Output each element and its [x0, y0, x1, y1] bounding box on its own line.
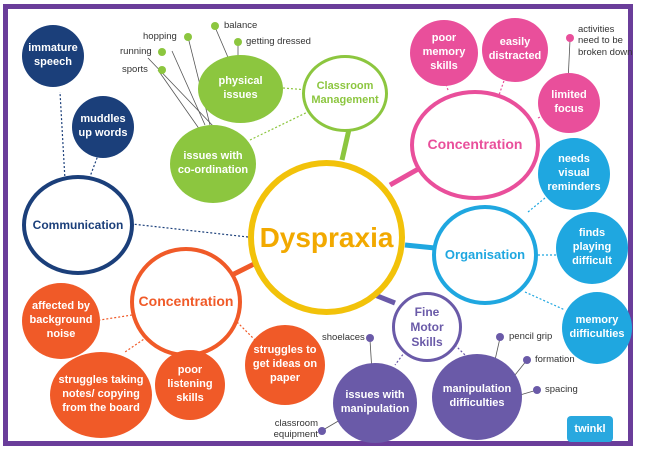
dot-formation	[523, 356, 531, 364]
center-node: Dyspraxia	[248, 160, 405, 315]
dot-balance	[211, 22, 219, 30]
node-easily-distracted: easily distracted	[482, 18, 548, 82]
dot-spacing	[533, 386, 541, 394]
dot-pencil-grip	[496, 333, 504, 341]
branch-organisation: Organisation	[432, 205, 538, 305]
leaf-pencil-grip: pencil grip	[509, 331, 553, 342]
node-poor-memory-skills: poor memory skills	[410, 20, 478, 86]
leaf-balance: balance	[224, 20, 258, 31]
node-finds-playing-difficult: finds playing difficult	[556, 212, 628, 284]
connector-concentration-top	[388, 165, 422, 188]
leaf-spacing: spacing	[545, 384, 578, 395]
node-muddles-up-words: muddles up words	[72, 96, 134, 158]
dot-activities	[566, 34, 574, 42]
node-needs-visual-reminders: needs visual reminders	[538, 138, 610, 210]
dot-running	[158, 48, 166, 56]
leaf-classroom-equipment: classroom equipment	[273, 418, 318, 441]
dot-sports	[158, 66, 166, 74]
node-issues-with-manipulation: issues with manipulation	[333, 363, 417, 443]
node-physical-issues: physical issues	[198, 55, 283, 123]
branch-classroom-management: Classroom Management	[302, 55, 388, 132]
node-issues-with-coordination: issues with co-ordination	[170, 125, 256, 203]
twinkl-logo: twinkl	[567, 416, 613, 442]
branch-communication: Communication	[22, 175, 134, 275]
leaf-sports: sports	[122, 64, 148, 75]
center-label: Dyspraxia	[259, 222, 394, 253]
dot-hopping	[184, 33, 192, 41]
dot-shoelaces	[366, 334, 374, 342]
connector-fine-motor	[374, 292, 396, 306]
leaf-shoelaces: shoelaces	[322, 332, 365, 343]
node-manipulation-difficulties: manipulation difficulties	[432, 354, 522, 440]
leaf-formation: formation	[535, 354, 575, 365]
dot-classroom-equipment	[318, 427, 326, 435]
branch-concentration-bottom: Concentration	[130, 247, 242, 357]
node-affected-background-noise: affected by background noise	[22, 283, 100, 359]
dot-getting-dressed	[234, 38, 242, 46]
leaf-running: running	[120, 46, 152, 57]
node-poor-listening-skills: poor listening skills	[155, 350, 225, 420]
node-struggles-ideas-paper: struggles to get ideas on paper	[245, 325, 325, 405]
leaf-activities: activities need to be broken down	[578, 24, 633, 58]
leaf-getting-dressed: getting dressed	[246, 36, 311, 47]
node-memory-difficulties: memory difficulties	[562, 292, 632, 364]
branch-concentration-top: Concentration	[410, 90, 540, 200]
leaf-hopping: hopping	[143, 31, 177, 42]
node-immature-speech: immature speech	[22, 25, 84, 87]
connector-organisation	[404, 242, 436, 251]
node-limited-focus: limited focus	[538, 73, 600, 133]
connector-communication	[131, 223, 249, 238]
branch-fine-motor-skills: Fine Motor Skills	[392, 292, 462, 362]
node-struggles-taking-notes: struggles taking notes/ copying from the…	[50, 352, 152, 438]
